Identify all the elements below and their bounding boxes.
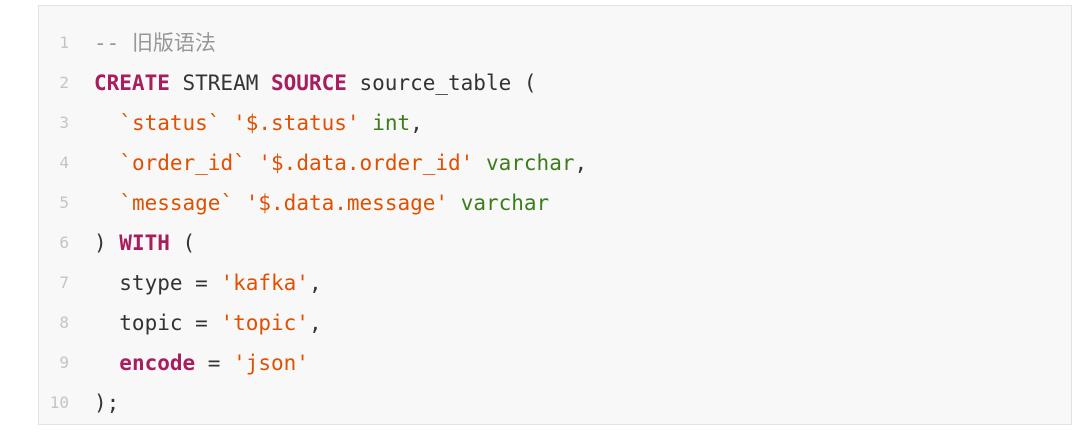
code-token-plain	[360, 111, 373, 135]
code-line: encode = 'json'	[94, 343, 309, 383]
code-token-plain: topic =	[94, 311, 221, 335]
code-token-string: '$.data.order_id'	[258, 151, 474, 175]
code-token-string: `message`	[119, 191, 234, 215]
code-token-plain	[220, 111, 233, 135]
code-token-plain: ,	[308, 311, 322, 335]
code-token-string: '$.status'	[233, 111, 360, 135]
code-token-plain: (	[169, 231, 196, 255]
line-number: 8	[59, 313, 69, 332]
code-token-comment: 旧版语法	[131, 31, 216, 55]
code-token-plain: ,	[308, 271, 322, 295]
code-token-plain	[94, 151, 119, 175]
code-token-type: varchar	[485, 151, 575, 175]
code-token-plain: ,	[410, 111, 423, 135]
code-token-plain: source_table (	[346, 71, 537, 95]
code-token-plain	[94, 351, 119, 375]
line-number: 6	[59, 233, 69, 252]
code-token-plain: )	[94, 231, 120, 255]
code-token-type: varchar	[460, 191, 550, 215]
code-token-plain	[233, 191, 246, 215]
code-token-keyword: SOURCE	[271, 71, 347, 95]
code-line: `message` '$.data.message' varchar	[94, 183, 549, 223]
line-number: 7	[59, 273, 69, 292]
code-token-plain: STREAM	[169, 71, 272, 95]
code-token-plain	[94, 191, 119, 215]
code-line: ) WITH (	[94, 223, 195, 263]
code-line: -- 旧版语法	[94, 23, 216, 63]
line-number: 5	[59, 193, 69, 212]
code-token-plain	[473, 151, 486, 175]
code-line: `order_id` '$.data.order_id' varchar,	[94, 143, 587, 183]
code-token-string: `status`	[119, 111, 221, 135]
code-token-string: `order_id`	[119, 151, 246, 175]
line-number: 1	[59, 33, 69, 52]
code-line: topic = 'topic',	[94, 303, 322, 343]
code-token-keyword: encode	[119, 351, 196, 375]
code-line: CREATE STREAM SOURCE source_table (	[94, 63, 537, 103]
code-token-plain	[94, 111, 119, 135]
code-token-string: 'json'	[233, 351, 309, 375]
code-token-comment-dash: --	[94, 31, 132, 55]
code-token-keyword: CREATE	[94, 71, 170, 95]
line-number: 2	[59, 73, 69, 92]
code-token-type: int	[372, 111, 411, 135]
code-token-plain: stype =	[94, 271, 221, 295]
code-token-plain	[246, 151, 259, 175]
code-token-keyword: WITH	[119, 231, 170, 255]
code-token-string: '$.data.message'	[245, 191, 449, 215]
line-number: 9	[59, 353, 69, 372]
line-number: 10	[49, 393, 69, 412]
code-token-string: 'topic'	[220, 311, 309, 335]
code-line: );	[94, 383, 119, 423]
code-token-plain: );	[94, 391, 120, 415]
code-token-plain: =	[195, 351, 234, 375]
code-token-string: 'kafka'	[220, 271, 309, 295]
line-number: 3	[59, 113, 69, 132]
code-token-plain: ,	[574, 151, 588, 175]
code-token-plain	[448, 191, 461, 215]
code-line: `status` '$.status' int,	[94, 103, 423, 143]
line-number: 4	[59, 153, 69, 172]
code-line: stype = 'kafka',	[94, 263, 322, 303]
